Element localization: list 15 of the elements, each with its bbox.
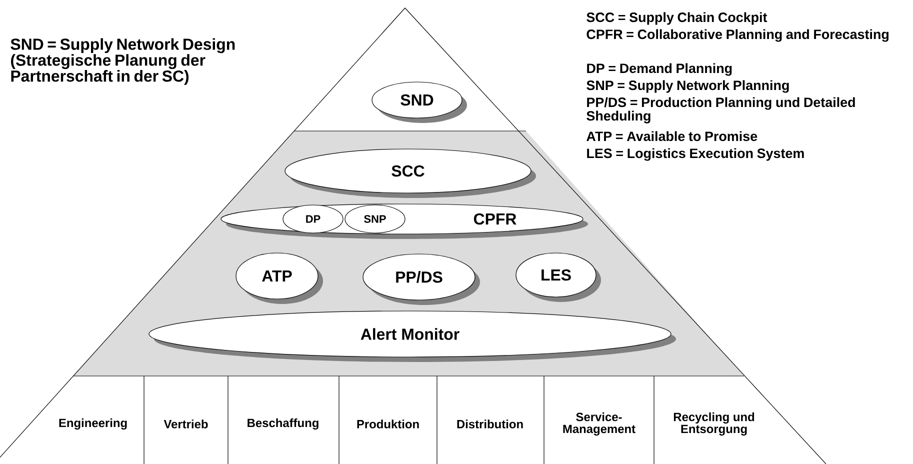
legend-text: LES = Logistics Execution System	[587, 148, 804, 161]
legend-text: SCC = Supply Chain Cockpit	[586, 12, 768, 25]
column-label: Distribution	[457, 420, 523, 428]
column-label: Recycling und Entsorgung	[674, 412, 754, 436]
column-label: Vertrieb	[164, 420, 208, 428]
column-label: Service-Management	[563, 412, 636, 436]
definition-text: SND = Supply Network Design (Strategische Planung der Partnerschaft in der SC)	[10, 38, 235, 85]
legend-text: PP/DS = Production Planning und Detailed Sheduling	[586, 97, 855, 124]
legend-text: DP = Demand Planning	[587, 63, 732, 76]
column-label: Produktion	[357, 420, 419, 428]
column-label: Beschaffung	[248, 418, 318, 430]
column-label: Engineering	[59, 418, 127, 430]
legend-text: SNP = Supply Network Planning	[586, 80, 789, 93]
legend-text: ATP = Available to Promise	[586, 131, 758, 142]
legend-text: CPFR = Collaborative Planning and Forecasting	[586, 29, 888, 42]
